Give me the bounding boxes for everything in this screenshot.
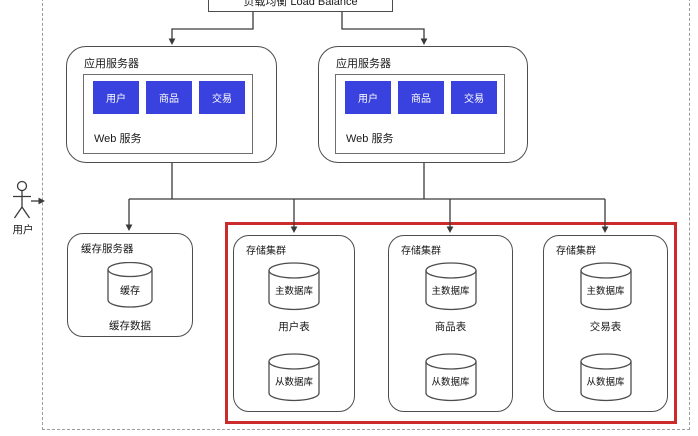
master-db-label: 主数据库 [274,286,313,297]
service-chip-row: 用户 商品 交易 [345,81,497,114]
table-label: 用户表 [278,321,310,333]
storage-cluster-node-1: 存储集群 主数据库 用户表 从数据库 [233,235,355,412]
app-server-title: 应用服务器 [336,58,391,70]
database-cylinder-icon [424,262,477,311]
service-chip-product: 商品 [146,81,192,114]
load-balancer-label: 负载均衡 Load Balance [243,0,358,8]
service-chip-trade: 交易 [451,81,497,114]
cache-server-title: 缓存服务器 [81,243,134,255]
system-boundary [42,0,690,430]
load-balancer-node: 负载均衡 Load Balance [208,0,393,12]
master-db-label: 主数据库 [586,286,625,297]
database-cylinder-icon [268,353,320,402]
master-db-cylinder: 主数据库 [268,262,320,311]
table-label: 商品表 [434,321,467,333]
user-actor-icon [13,180,31,219]
cache-server-node: 缓存服务器 缓存 缓存数据 [67,233,193,337]
web-service-label: Web 服务 [346,133,394,145]
app-server-node-right: 应用服务器 用户 商品 交易 Web 服务 [318,46,528,163]
cache-caption: 缓存数据 [109,320,151,332]
storage-cluster-title: 存储集群 [401,246,441,257]
service-chip-row: 用户 商品 交易 [93,81,245,114]
table-label: 交易表 [589,321,622,333]
web-service-container: 用户 商品 交易 Web 服务 [83,74,253,154]
web-service-container: 用户 商品 交易 Web 服务 [335,74,505,154]
service-chip-user: 用户 [345,81,391,114]
database-cylinder-icon [424,353,477,402]
slave-db-label: 从数据库 [586,377,625,388]
web-service-label: Web 服务 [94,133,142,145]
storage-cluster-node-3: 存储集群 主数据库 交易表 从数据库 [543,235,668,412]
slave-db-cylinder: 从数据库 [579,353,632,402]
database-cylinder-icon [107,262,153,308]
database-cylinder-icon [579,262,632,311]
service-chip-product: 商品 [398,81,444,114]
cache-database-cylinder: 缓存 [107,262,153,308]
master-db-cylinder: 主数据库 [424,262,477,311]
storage-cluster-title: 存储集群 [556,246,596,257]
user-actor-label: 用户 [12,224,34,236]
storage-cluster-node-2: 存储集群 主数据库 商品表 从数据库 [388,235,513,412]
slave-db-cylinder: 从数据库 [268,353,320,402]
slave-db-label: 从数据库 [431,377,470,388]
app-server-node-left: 应用服务器 用户 商品 交易 Web 服务 [66,46,277,163]
database-cylinder-icon [579,353,632,402]
storage-highlight-rect [225,222,677,424]
master-db-label: 主数据库 [431,286,470,297]
master-db-cylinder: 主数据库 [579,262,632,311]
database-cylinder-icon [268,262,320,311]
storage-cluster-title: 存储集群 [246,246,286,257]
slave-db-label: 从数据库 [274,377,313,388]
app-server-title: 应用服务器 [84,58,139,70]
service-chip-user: 用户 [93,81,139,114]
slave-db-cylinder: 从数据库 [424,353,477,402]
service-chip-trade: 交易 [199,81,245,114]
cache-db-label: 缓存 [120,286,140,297]
